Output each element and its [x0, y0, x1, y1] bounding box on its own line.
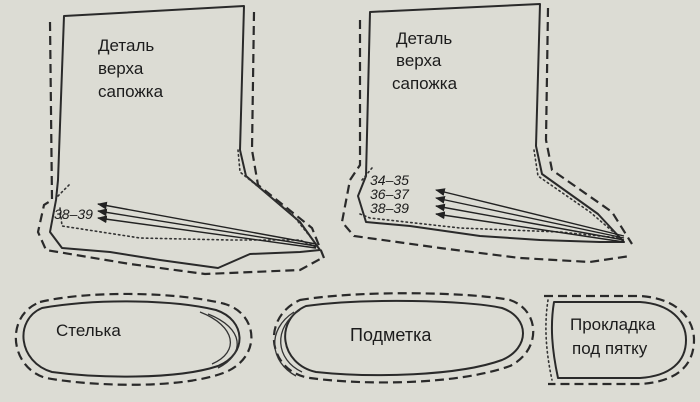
heel-pad-label-line-2: под пятку — [572, 339, 648, 358]
right-boot-size-38-39: 38–39 — [370, 200, 409, 216]
sole-seam-allowance — [272, 292, 535, 384]
heel-pad-pattern: Прокладка под пятку — [544, 294, 696, 386]
left-boot-pattern: Деталь верха сапожка 38–39 — [36, 5, 326, 276]
insole-outline — [22, 300, 241, 378]
left-boot-size-line — [57, 183, 319, 249]
heel-pad-outline — [550, 301, 687, 379]
right-boot-size-34-35: 34–35 — [370, 172, 409, 188]
sole-pattern: Подметка — [272, 292, 535, 384]
sole-label: Подметка — [350, 325, 432, 345]
sole-outline — [284, 299, 524, 377]
right-boot-pattern: Деталь верха сапожка 34–35 36–37 38–39 — [340, 3, 633, 264]
heel-pad-seam-allowance — [544, 294, 696, 386]
right-boot-seam-allowance — [340, 20, 631, 264]
insole-pattern: Стелька — [14, 292, 253, 386]
right-boot-size-line — [359, 167, 621, 239]
right-boot-outline — [357, 3, 625, 243]
left-boot-outline — [49, 5, 321, 269]
left-boot-seam-allowance — [36, 21, 323, 276]
right-boot-label-line-2: верха — [396, 51, 442, 70]
right-boot-size-36-37: 36–37 — [370, 186, 410, 202]
left-boot-label-line-2: верха — [98, 59, 144, 78]
left-boot-size-38-39: 38–39 — [54, 206, 93, 222]
insole-label: Стелька — [56, 321, 121, 340]
left-boot-label-line-1: Деталь — [98, 36, 154, 55]
right-boot-label-line-1: Деталь — [396, 29, 452, 48]
heel-pad-label-line-1: Прокладка — [570, 315, 656, 334]
left-boot-label-line-3: сапожка — [98, 82, 164, 101]
right-boot-label-line-3: сапожка — [392, 74, 458, 93]
